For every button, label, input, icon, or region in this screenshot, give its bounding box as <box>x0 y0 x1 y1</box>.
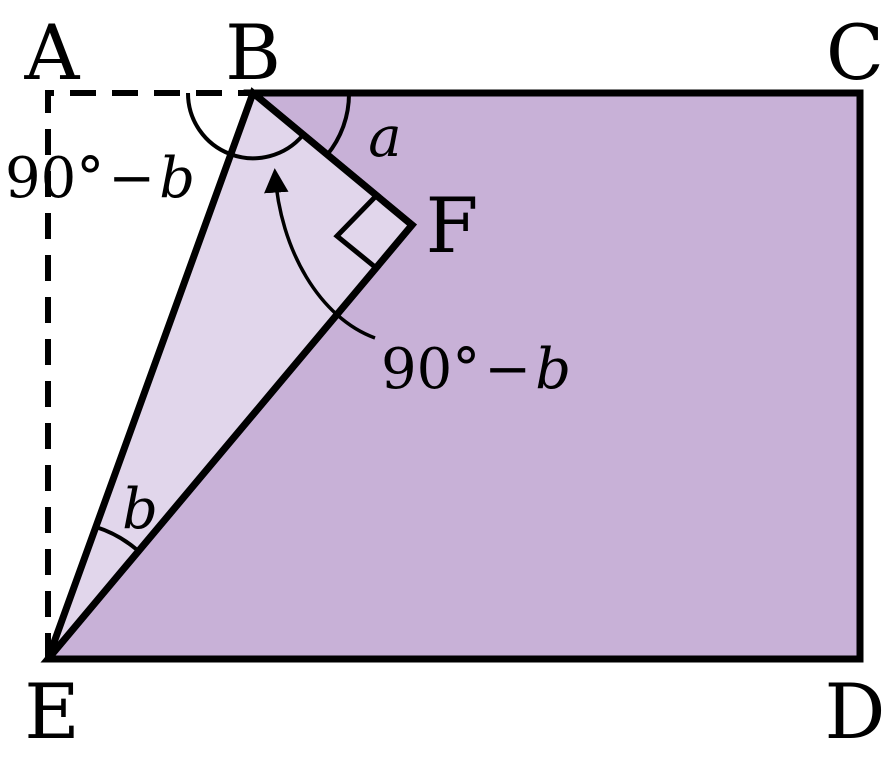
angle-label-top-left-variable: b <box>159 146 195 211</box>
angle-label-top-left-minus: − <box>108 146 155 211</box>
right-angle-marker <box>333 194 378 269</box>
point-label-b: B <box>225 8 281 97</box>
point-label-a: A <box>24 8 81 97</box>
original-corner-dashed <box>45 90 253 659</box>
angle-label-top-left: 90°−b <box>5 146 195 211</box>
angle-label-inner-variable: b <box>535 337 571 402</box>
angle-label-a: a <box>368 105 401 170</box>
point-label-d: D <box>825 667 886 756</box>
folded-flap <box>44 87 417 662</box>
point-label-e: E <box>24 667 79 756</box>
point-label-f: F <box>426 181 479 270</box>
angle-label-inner: 90°−b <box>381 337 571 402</box>
angle-label-inner-minus: − <box>484 337 531 402</box>
angle-label-inner-number: 90° <box>381 337 480 402</box>
angle-arc-top <box>185 92 231 156</box>
point-label-c: C <box>826 8 884 97</box>
angle-arc-a <box>325 92 352 157</box>
angle-arc-inner <box>229 133 305 161</box>
angle-label-top-left-number: 90° <box>5 146 104 211</box>
angle-arc-b <box>95 525 138 551</box>
angle-label-b: b <box>122 477 158 542</box>
angle-pointer-arrow <box>264 168 376 340</box>
